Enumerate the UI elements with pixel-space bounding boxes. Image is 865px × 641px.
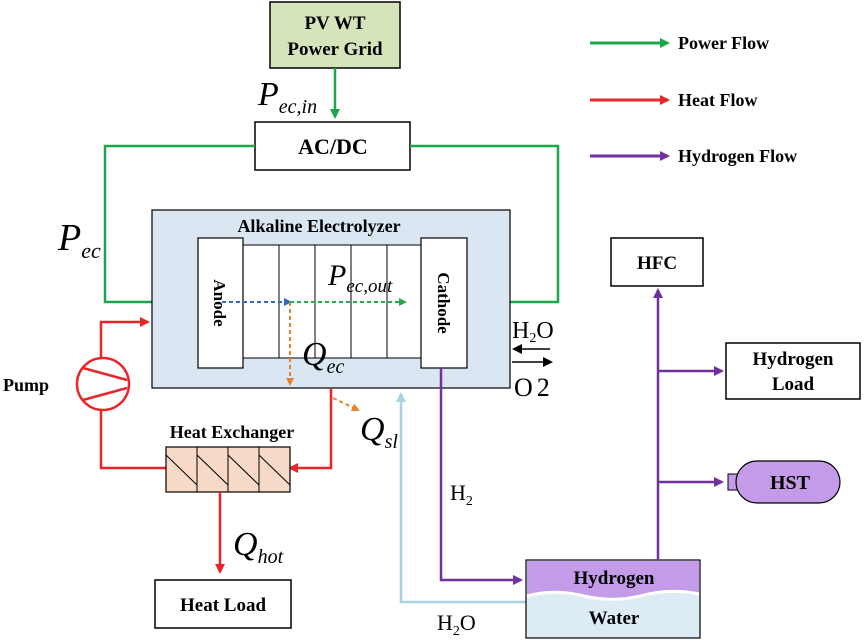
pv-grid-label-line1: PV WT bbox=[304, 13, 365, 34]
hfc-label: HFC bbox=[637, 253, 677, 274]
anode-box bbox=[197, 237, 244, 369]
hydrogen-load-box bbox=[725, 342, 861, 400]
legend-heat-label: Heat Flow bbox=[678, 90, 757, 110]
hydrogen-load-label-line2: Load bbox=[772, 374, 815, 395]
hydrogen-flow-cathode-to-tank bbox=[439, 368, 523, 585]
pv-grid-label-line2: Power Grid bbox=[287, 39, 383, 60]
heat-flow-pump-to-electrolyzer bbox=[99, 317, 150, 358]
heat-exchanger-label: Heat Exchanger bbox=[170, 422, 294, 442]
heat-load-label: Heat Load bbox=[180, 595, 266, 616]
anode-label: Anode bbox=[210, 279, 229, 327]
symbol-p-ec-in: Pec,in bbox=[257, 76, 317, 118]
legend: Power Flow Heat Flow Hydrogen Flow bbox=[590, 33, 797, 166]
power-flow-acdc-to-anode bbox=[103, 144, 255, 307]
pump-icon bbox=[75, 356, 131, 412]
hst-tank-icon bbox=[727, 460, 841, 504]
symbol-q-ec: Qec bbox=[302, 336, 344, 378]
legend-hydrogen-label: Hydrogen Flow bbox=[678, 146, 797, 166]
acdc-box bbox=[254, 121, 411, 171]
water-flow-tank-to-electrolyzer bbox=[396, 392, 526, 604]
power-flow-acdc-to-cathode bbox=[410, 144, 560, 307]
heat-load-box bbox=[154, 579, 292, 629]
heat-flow-electrolyzer-to-exchanger bbox=[288, 388, 333, 473]
hydrogen-load-label-line1: Hydrogen bbox=[753, 349, 834, 370]
heat-loss-dashed-arrow bbox=[332, 397, 360, 412]
hydrogen-water-tank bbox=[525, 559, 701, 639]
h2o-input-label: H2O bbox=[512, 318, 554, 346]
pump-label: Pump bbox=[3, 375, 49, 395]
symbol-p-ec: Pec bbox=[57, 217, 101, 263]
cathode-box bbox=[420, 237, 468, 369]
tank-water-label: Water bbox=[589, 608, 640, 629]
h2-label: H2 bbox=[450, 480, 473, 509]
pv-grid-box bbox=[269, 1, 401, 69]
hfc-box bbox=[610, 237, 704, 287]
legend-power-label: Power Flow bbox=[678, 33, 769, 53]
h2o-return-label: H2O bbox=[437, 610, 476, 639]
symbol-q-sl: Qsl bbox=[360, 411, 398, 453]
tank-hydrogen-label: Hydrogen bbox=[574, 568, 655, 589]
heat-exchanger-icon bbox=[165, 446, 291, 493]
hst-label: HST bbox=[770, 472, 811, 494]
symbol-q-hot: Qhot bbox=[233, 526, 284, 568]
heat-flow-exchanger-to-pump bbox=[99, 410, 166, 470]
cathode-label: Cathode bbox=[434, 272, 453, 334]
electrolyzer-label: Alkaline Electrolyzer bbox=[237, 216, 400, 236]
symbol-p-ec-out: Pec,out bbox=[327, 259, 393, 297]
acdc-label: AC/DC bbox=[298, 134, 368, 159]
